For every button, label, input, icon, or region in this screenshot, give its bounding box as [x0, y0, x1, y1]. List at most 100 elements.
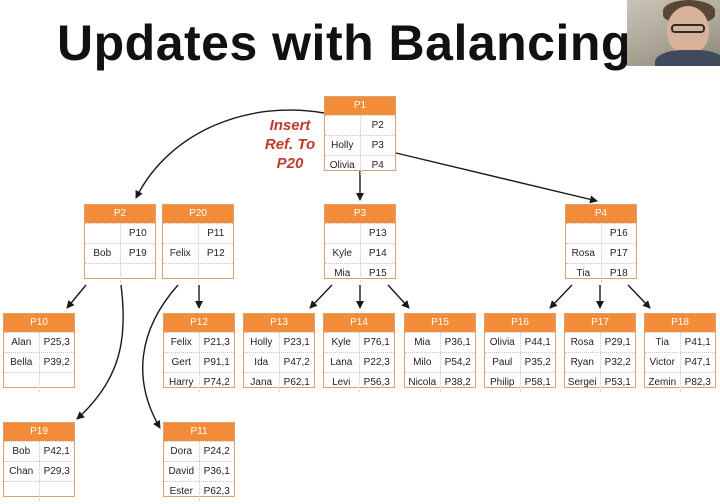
node-pointer: P19 [119, 244, 156, 263]
node-header: P13 [244, 314, 314, 332]
node-pointer [119, 264, 156, 283]
node-row: P16 [566, 223, 636, 243]
node-pointer: P17 [600, 244, 637, 263]
node-pointer: P29,3 [38, 462, 75, 481]
node-pointer: P62,1 [278, 373, 315, 392]
node-header: P11 [164, 423, 234, 441]
node-row: P13 [325, 223, 395, 243]
node-row: Tia P41,1 [645, 332, 715, 352]
node-header: P17 [565, 314, 635, 332]
node-pointer: P47,2 [278, 353, 315, 372]
node-key [325, 224, 360, 243]
node-key: David [168, 466, 195, 477]
node-pointer: P74,2 [198, 373, 235, 392]
node-pointer: P39,2 [38, 353, 75, 372]
node-key: Zemin [648, 377, 677, 388]
node-key: Holly [250, 337, 273, 348]
node-key: Harry [169, 377, 194, 388]
node-pointer: P82,3 [679, 373, 716, 392]
node-pointer: P91,1 [198, 353, 235, 372]
node-key: Felix [169, 248, 191, 259]
node-row: Bob P19 [85, 243, 155, 263]
node-key [4, 373, 39, 392]
node-pointer [38, 373, 75, 392]
edge-p1-p2 [135, 109, 325, 199]
node-header: P20 [163, 205, 233, 223]
node-pointer: P41,1 [679, 333, 716, 352]
annotation-line-1: Insert [269, 117, 311, 134]
node-key: Alan [11, 337, 32, 348]
node-key [163, 264, 198, 283]
node-pointer: P58,1 [519, 373, 556, 392]
node-header: P19 [4, 423, 74, 441]
node-key: Bob [93, 248, 112, 259]
node-key: Tia [655, 337, 670, 348]
node-header: P1 [325, 97, 395, 115]
node-header: P16 [485, 314, 555, 332]
node-pointer: P22,3 [358, 353, 395, 372]
node-pointer: P62,3 [198, 482, 235, 501]
node-key [566, 224, 601, 243]
node-key: Ester [169, 486, 193, 497]
node-key: Dora [170, 446, 193, 457]
node-row: Jana P62,1 [244, 372, 314, 392]
node-row: Chan P29,3 [4, 461, 74, 481]
node-pointer: P13 [359, 224, 396, 243]
node-key: Olivia [489, 337, 515, 348]
node-key: Lana [330, 357, 353, 368]
annotation-line-3: P20 [276, 155, 304, 172]
node-row: P11 [163, 223, 233, 243]
webcam-video [627, 0, 720, 66]
node-key: Chan [9, 466, 34, 477]
node-pointer: P38,2 [439, 373, 476, 392]
node-key: Mia [414, 337, 431, 348]
node-pointer: P16 [600, 224, 637, 243]
node-pointer: P32,2 [599, 353, 636, 372]
node-pointer: P76,1 [358, 333, 395, 352]
edge-p2-p19 [76, 284, 124, 420]
node-header: P4 [566, 205, 636, 223]
node-pointer: P21,3 [198, 333, 235, 352]
node-header: P3 [325, 205, 395, 223]
node-row [4, 481, 74, 501]
node-key: Jana [250, 377, 273, 388]
node-pointer: P42,1 [38, 442, 75, 461]
node-key: Olivia [329, 160, 355, 171]
node-key: Mia [334, 268, 351, 279]
node-key: Sergei [567, 377, 597, 388]
node-key: Rosa [571, 248, 595, 259]
node-key: Kyle [332, 248, 352, 259]
node-pointer: P11 [197, 224, 234, 243]
node-pointer: P12 [197, 244, 234, 263]
node-row [163, 263, 233, 283]
node-key [325, 116, 360, 135]
node-row [85, 263, 155, 283]
node-header: P10 [4, 314, 74, 332]
node-header: P18 [645, 314, 715, 332]
